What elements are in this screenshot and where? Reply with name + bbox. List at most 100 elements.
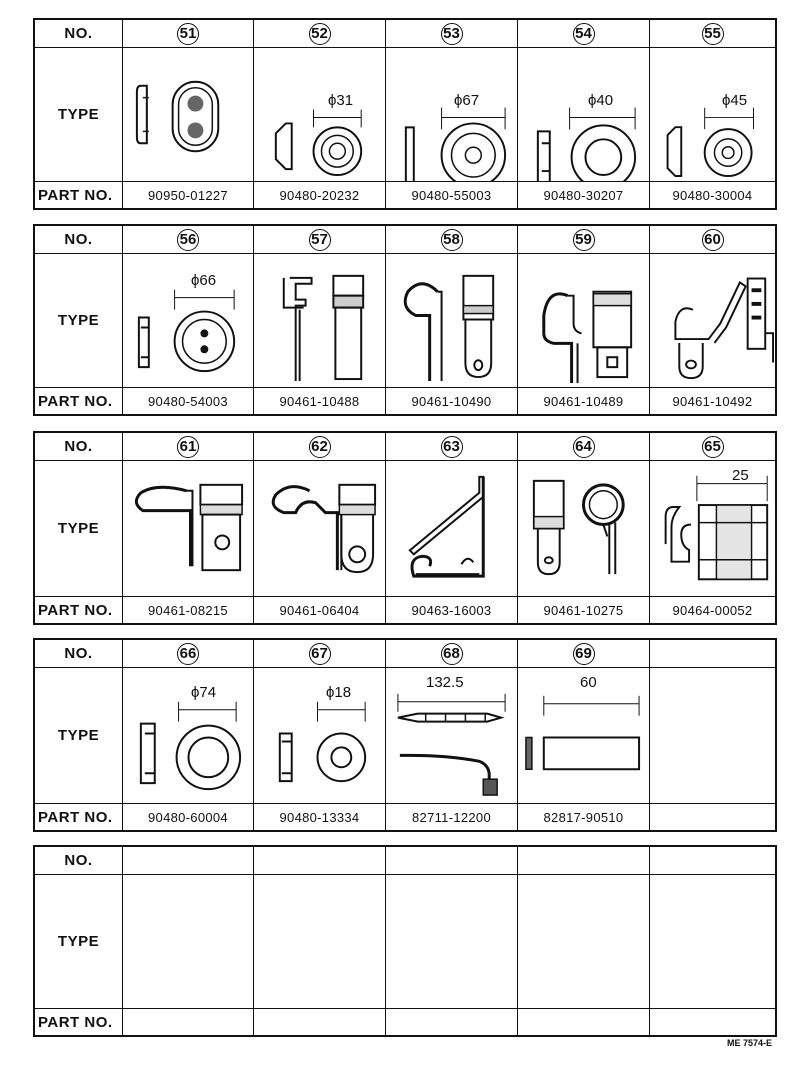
part-number: 90464-00052 bbox=[672, 602, 753, 618]
item-number: 66 bbox=[177, 642, 199, 665]
type-label: TYPE bbox=[35, 461, 123, 596]
hook-clamp-icon bbox=[542, 290, 633, 384]
part-number: 90950-01227 bbox=[123, 182, 254, 208]
item-number: 57 bbox=[308, 228, 331, 251]
grommet-icon bbox=[139, 701, 242, 791]
empty-cell bbox=[650, 640, 775, 667]
empty-cell bbox=[650, 804, 775, 830]
item-number: 69 bbox=[572, 642, 595, 665]
item-number: 56 bbox=[177, 228, 199, 251]
part-illustration: ϕ67 bbox=[386, 48, 518, 181]
item-number: 64 bbox=[572, 435, 595, 458]
type-label: TYPE bbox=[35, 875, 123, 1008]
type-label: TYPE bbox=[35, 668, 123, 803]
part-number-row: PART NO. 90480-54003 90461-10488 90461-1… bbox=[35, 388, 775, 414]
part-no-label: PART NO. bbox=[35, 388, 123, 414]
part-illustration: ϕ45 bbox=[650, 48, 775, 181]
empty-cell bbox=[386, 875, 518, 1008]
grommet-icon bbox=[278, 701, 367, 783]
part-number: 82711-12200 bbox=[386, 804, 518, 830]
part-number-row: PART NO. 90950-01227 90480-20232 90480-5… bbox=[35, 182, 775, 208]
item-number: 59 bbox=[572, 228, 595, 251]
part-number: 90461-10275 bbox=[518, 597, 650, 623]
no-label: NO. bbox=[35, 433, 123, 460]
dimension-label: ϕ31 bbox=[328, 92, 354, 109]
part-illustration: ϕ66 bbox=[123, 254, 254, 387]
no-label: NO. bbox=[35, 226, 123, 253]
item-number: 55 bbox=[701, 22, 724, 45]
edge-clip-icon bbox=[664, 475, 769, 581]
part-number: 90461-10488 bbox=[254, 388, 386, 414]
empty-cell bbox=[386, 847, 518, 874]
part-illustration bbox=[386, 254, 518, 387]
grommet-icon bbox=[536, 107, 637, 181]
type-label: TYPE bbox=[35, 48, 123, 181]
type-row: TYPE bbox=[35, 461, 775, 597]
part-illustration: 60 bbox=[518, 668, 650, 803]
part-illustration bbox=[123, 461, 254, 596]
empty-cell bbox=[518, 1009, 650, 1035]
wire-spring-clip-icon bbox=[408, 475, 485, 578]
dimension-label: ϕ66 bbox=[191, 272, 217, 289]
wire-clamp-icon bbox=[282, 274, 365, 382]
part-illustration bbox=[518, 254, 650, 387]
part-number: 90461-08215 bbox=[123, 597, 254, 623]
part-number-row: PART NO. 90480-60004 90480-13334 82711-1… bbox=[35, 804, 775, 830]
grommet-icon bbox=[404, 107, 507, 181]
part-number: 90463-16003 bbox=[386, 597, 518, 623]
two-hole-grommet-icon bbox=[137, 289, 236, 373]
item-number: 61 bbox=[177, 435, 199, 458]
part-no-label: PART NO. bbox=[35, 804, 123, 830]
part-illustration: ϕ40 bbox=[518, 48, 650, 181]
part-number: 90480-20232 bbox=[254, 182, 386, 208]
part-number: 90480-55003 bbox=[386, 182, 518, 208]
parts-table-2: NO. 56 57 58 59 60 TYPE ϕ66 bbox=[33, 224, 777, 416]
item-number: 52 bbox=[308, 22, 331, 45]
part-number: 82817-90510 bbox=[518, 804, 650, 830]
item-number: 60 bbox=[701, 228, 724, 251]
item-number: 67 bbox=[308, 642, 331, 665]
part-illustration bbox=[254, 254, 386, 387]
part-illustration: 25 bbox=[650, 461, 775, 596]
parts-table-5: NO. TYPE PART NO. bbox=[33, 845, 777, 1037]
part-illustration bbox=[650, 254, 775, 387]
item-number: 58 bbox=[440, 228, 463, 251]
bracket-clamp-icon bbox=[674, 277, 775, 380]
dimension-label: ϕ45 bbox=[722, 92, 748, 109]
empty-cell bbox=[254, 1009, 386, 1035]
part-number: 90461-10490 bbox=[386, 388, 518, 414]
type-row: TYPE bbox=[35, 875, 775, 1009]
number-row: NO. 51 52 53 54 55 bbox=[35, 20, 775, 48]
part-number: 90480-30207 bbox=[518, 182, 650, 208]
part-illustration bbox=[254, 461, 386, 596]
double-hole-grommet-icon bbox=[135, 80, 220, 153]
parts-table-4: NO. 66 67 68 69 TYPE ϕ74 bbox=[33, 638, 777, 832]
hook-clamp-icon bbox=[134, 483, 244, 572]
empty-cell bbox=[518, 847, 650, 874]
part-no-label: PART NO. bbox=[35, 597, 123, 623]
item-number: 62 bbox=[308, 435, 331, 458]
type-row: TYPE ϕ31 bbox=[35, 48, 775, 182]
number-row: NO. 61 62 63 64 65 bbox=[35, 433, 775, 461]
part-number: 90461-10489 bbox=[518, 388, 650, 414]
dimension-label: 25 bbox=[732, 467, 749, 484]
part-illustration: ϕ31 bbox=[254, 48, 386, 181]
part-number: 90480-60004 bbox=[123, 804, 254, 830]
type-row: TYPE ϕ66 bbox=[35, 254, 775, 388]
no-label: NO. bbox=[35, 20, 123, 47]
dimension-label: ϕ40 bbox=[588, 92, 614, 109]
loop-clamp-icon bbox=[403, 274, 495, 382]
empty-cell bbox=[123, 847, 254, 874]
part-illustration: ϕ18 bbox=[254, 668, 386, 803]
part-number: 90480-13334 bbox=[254, 804, 386, 830]
item-number: 65 bbox=[701, 435, 724, 458]
empty-cell bbox=[650, 668, 775, 803]
wave-clamp-icon bbox=[271, 483, 377, 574]
item-number: 53 bbox=[440, 22, 463, 45]
item-number: 68 bbox=[440, 642, 463, 665]
grommet-icon bbox=[274, 109, 363, 177]
part-number: 90461-06404 bbox=[254, 597, 386, 623]
empty-cell bbox=[123, 875, 254, 1008]
number-row: NO. bbox=[35, 847, 775, 875]
no-label: NO. bbox=[35, 640, 123, 667]
